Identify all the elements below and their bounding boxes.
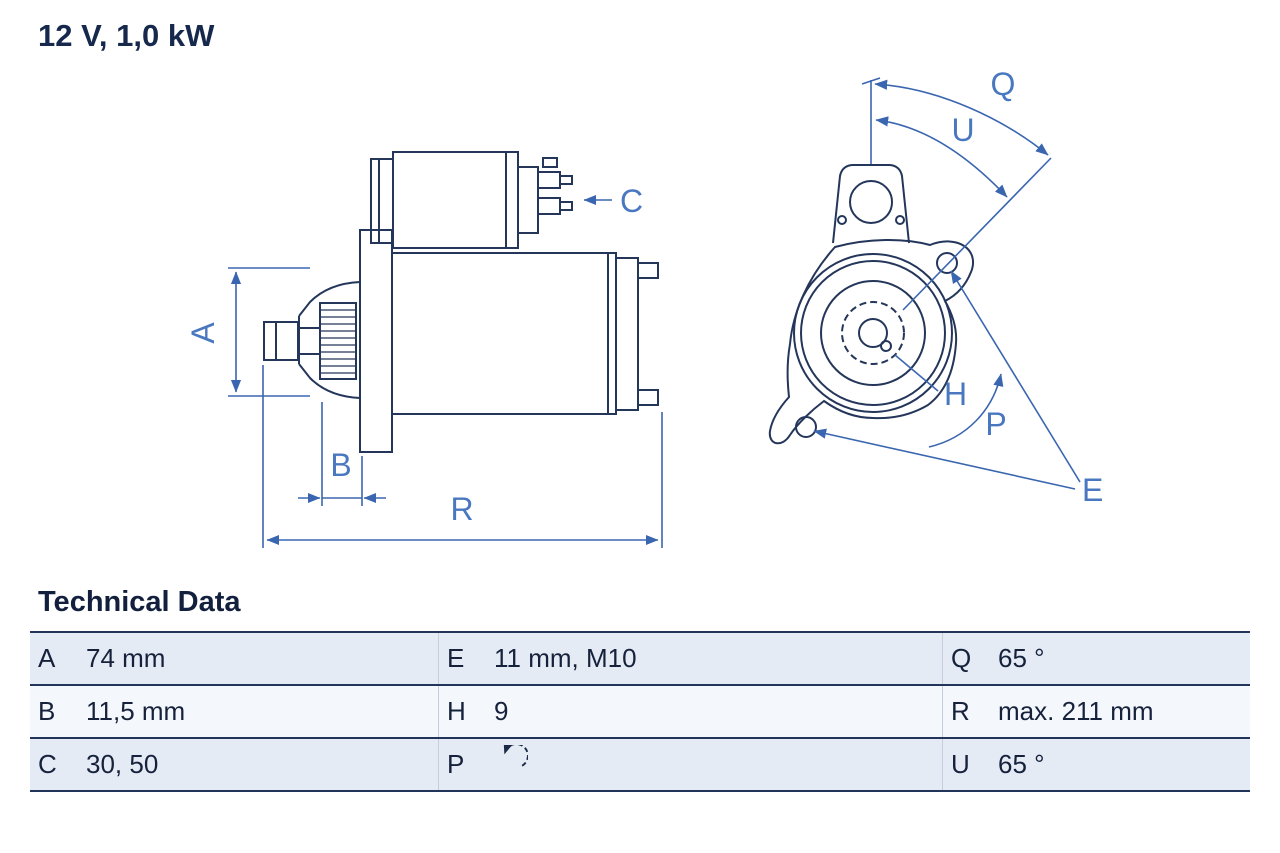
spec-key-B: B [38, 696, 56, 726]
rotation-ccw-icon [494, 740, 529, 784]
page-title: 12 V, 1,0 kW [38, 18, 215, 53]
spec-value-H: 9 [494, 696, 509, 726]
dim-label-B: B [330, 447, 351, 483]
spec-value-R: max. 211 mm [998, 696, 1154, 726]
dim-label-C: C [620, 183, 643, 219]
table-row: A 74 mm E 11 mm, M10 Q 65 ° [30, 633, 1250, 686]
dim-label-H: H [944, 376, 967, 412]
technical-data-section: Technical Data A 74 mm E 11 mm, M10 Q 65… [30, 586, 1250, 792]
dim-label-A: A [185, 322, 221, 344]
spec-key-R: R [942, 686, 990, 737]
spec-value-C: 30, 50 [86, 749, 159, 779]
spec-key-Q: Q [942, 633, 990, 684]
spec-value-P [486, 739, 942, 790]
dim-label-U: U [951, 112, 974, 148]
spec-value-E: 11 mm, M10 [494, 643, 637, 673]
spec-value-B: 11,5 mm [86, 696, 186, 726]
technical-drawing: A B C R Q U H P E [185, 66, 1103, 548]
spec-table: A 74 mm E 11 mm, M10 Q 65 ° B 11,5 mm H … [30, 631, 1250, 792]
dim-label-E: E [1082, 472, 1103, 508]
table-row: C 30, 50 P U 65 ° [30, 739, 1250, 792]
spec-key-A: A [38, 643, 56, 673]
spec-value-Q: 65 ° [998, 643, 1045, 673]
spec-value-U: 65 ° [998, 749, 1045, 779]
spec-key-P: P [438, 739, 486, 790]
spec-key-E: E [438, 633, 486, 684]
dim-label-P: P [985, 406, 1006, 442]
dim-label-R: R [450, 491, 473, 527]
table-row: B 11,5 mm H 9 R max. 211 mm [30, 686, 1250, 739]
dim-label-Q: Q [991, 66, 1016, 102]
spec-value-A: 74 mm [86, 643, 166, 673]
flange-front-view [768, 164, 974, 445]
front-view-dimensions [813, 77, 1081, 490]
spec-key-C: C [38, 749, 57, 779]
spec-key-U: U [942, 739, 990, 790]
starter-side-view [263, 151, 659, 453]
spec-key-H: H [438, 686, 486, 737]
technical-data-heading: Technical Data [38, 586, 241, 618]
side-view-dimensions [228, 194, 663, 548]
